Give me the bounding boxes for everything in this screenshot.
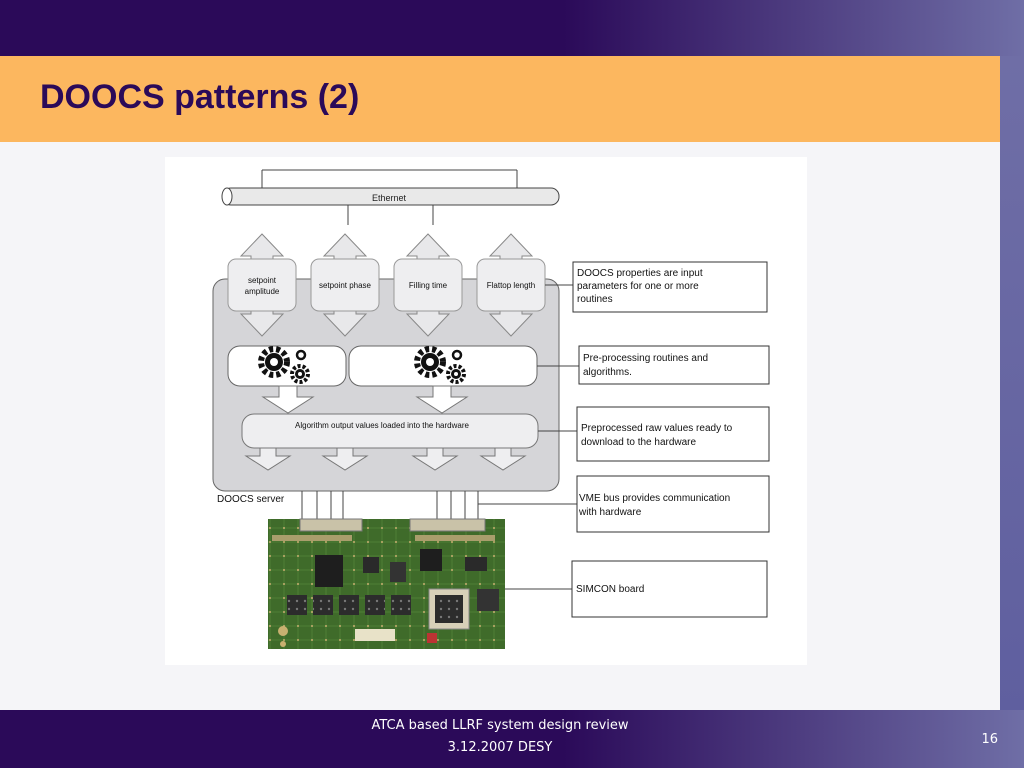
svg-text:DOOCS properties are input: DOOCS properties are input <box>577 268 703 279</box>
output-label: Algorithm output values loaded into the … <box>295 421 469 430</box>
annotation-board: SIMCON board <box>571 560 768 618</box>
right-strip <box>1000 56 1024 710</box>
simcon-board-label: SIMCON board <box>576 584 644 595</box>
svg-text:download to the hardware: download to the hardware <box>581 437 697 448</box>
down-arrow-2 <box>415 385 469 414</box>
gear-icon <box>414 346 466 384</box>
page-number: 16 <box>981 732 998 747</box>
property-flattop-length: Flattop length <box>487 281 535 290</box>
property-setpoint-amplitude: setpoint <box>248 276 277 285</box>
footer-date: 3.12.2007 DESY <box>447 740 553 755</box>
annotation-preprocessing: Pre-processing routines and algorithms. <box>578 345 770 385</box>
svg-text:VME bus provides communication: VME bus provides communication <box>579 493 730 504</box>
svg-text:Pre-processing routines and: Pre-processing routines and <box>583 353 708 364</box>
annotation-properties: DOOCS properties are input parameters fo… <box>572 261 768 313</box>
doocs-diagram: Ethernet setpoint amplitude setpoint pha… <box>212 169 770 649</box>
diagram-panel: Ethernet setpoint amplitude setpoint pha… <box>165 157 807 665</box>
svg-text:parameters for one or more: parameters for one or more <box>577 281 699 292</box>
doocs-server-label: DOOCS server <box>217 494 285 505</box>
svg-text:algorithms.: algorithms. <box>583 367 632 378</box>
svg-text:Preprocessed raw values ready: Preprocessed raw values ready to <box>581 423 733 434</box>
property-setpoint-amplitude-line2: amplitude <box>245 287 280 296</box>
gear-icon <box>258 346 310 384</box>
property-arrows <box>227 233 546 337</box>
output-arrows <box>244 447 527 471</box>
svg-text:routines: routines <box>577 294 613 305</box>
title-bar: DOOCS patterns (2) <box>0 56 1000 142</box>
footer: ATCA based LLRF system design review 3.1… <box>0 710 1024 768</box>
top-band <box>0 0 1024 56</box>
annotation-raw-values: Preprocessed raw values ready to downloa… <box>576 406 770 462</box>
svg-text:with hardware: with hardware <box>578 507 642 518</box>
simcon-board-image <box>268 518 505 649</box>
output-box <box>241 413 539 449</box>
slide-title: DOOCS patterns (2) <box>40 78 360 116</box>
footer-title: ATCA based LLRF system design review <box>371 718 629 733</box>
annotation-vme: VME bus provides communication with hard… <box>576 475 770 533</box>
ethernet-label: Ethernet <box>372 193 407 203</box>
property-filling-time: Filling time <box>409 281 448 290</box>
vme-bus-lines <box>301 491 479 519</box>
down-arrow-1 <box>261 385 315 414</box>
property-setpoint-phase: setpoint phase <box>319 281 372 290</box>
callout-connectors <box>478 284 579 590</box>
ethernet-pipe: Ethernet <box>221 169 560 225</box>
